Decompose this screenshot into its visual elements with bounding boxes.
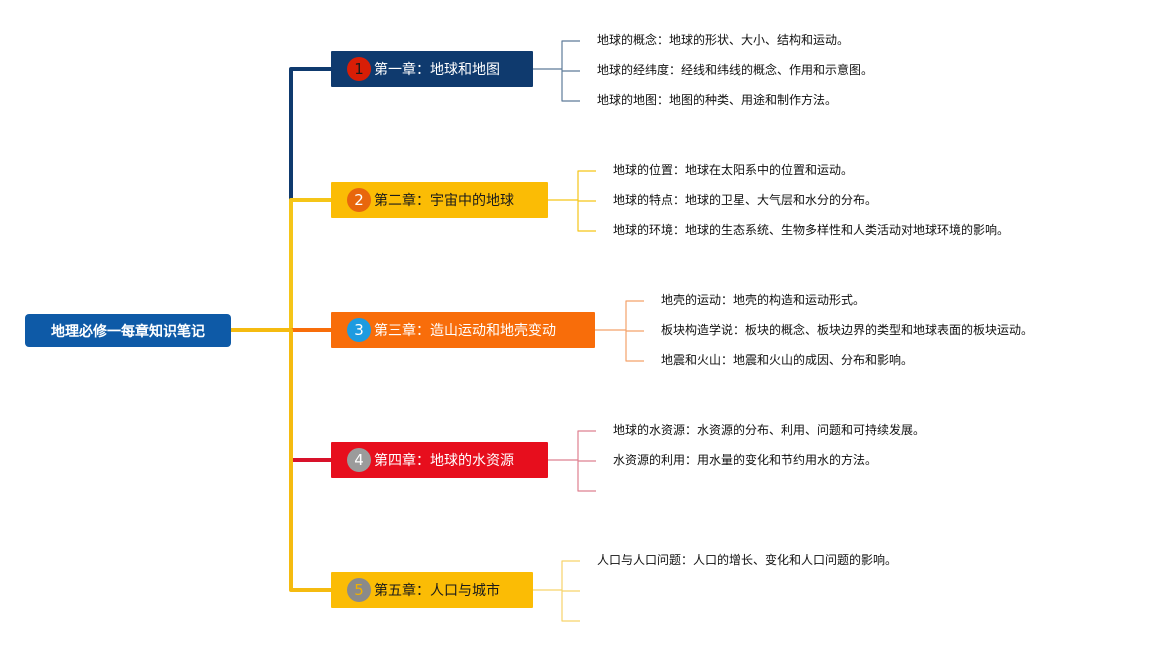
leaf-topic[interactable]: 地球的地图：地图的种类、用途和制作方法。 [597, 93, 838, 107]
chapter-number-badge: 3 [347, 318, 371, 342]
leaf-topic[interactable]: 地球的概念：地球的形状、大小、结构和运动。 [597, 33, 850, 47]
leaf-bracket-3 [625, 300, 644, 362]
chapter-label: 第四章：地球的水资源 [374, 453, 514, 469]
chapter-label: 第二章：宇宙中的地球 [374, 193, 514, 209]
branch-line-4 [231, 328, 331, 462]
leaf-bracket-2 [577, 170, 596, 232]
leaf-bracket-1 [561, 40, 580, 102]
leaf-topic[interactable]: 地球的位置：地球在太阳系中的位置和运动。 [613, 163, 854, 177]
leaf-topic[interactable]: 地震和火山：地震和火山的成因、分布和影响。 [661, 353, 914, 367]
branch-line-2 [231, 198, 331, 332]
root-topic-label: 地理必修一每章知识笔记 [51, 323, 205, 340]
leaf-topic[interactable]: 地球的环境：地球的生态系统、生物多样性和人类活动对地球环境的影响。 [613, 223, 1010, 237]
chapter-label: 第三章：造山运动和地壳变动 [374, 323, 556, 339]
branch-line-5 [231, 328, 331, 592]
chapter-number-badge: 2 [347, 188, 371, 212]
leaf-bracket-4 [577, 430, 596, 492]
leaf-bracket-5 [561, 560, 580, 622]
leaf-topic[interactable]: 地球的经纬度：经线和纬线的概念、作用和示意图。 [597, 63, 874, 77]
chapter-label: 第一章：地球和地图 [374, 62, 500, 78]
leaf-topic[interactable]: 地球的水资源：水资源的分布、利用、问题和可持续发展。 [613, 423, 926, 437]
leaf-topic[interactable]: 板块构造学说：板块的概念、板块边界的类型和地球表面的板块运动。 [661, 323, 1034, 337]
leaf-topic[interactable]: 地壳的运动：地壳的构造和运动形式。 [661, 293, 866, 307]
chapter-number-badge: 1 [347, 57, 371, 81]
leaf-topic[interactable]: 人口与人口问题：人口的增长、变化和人口问题的影响。 [597, 553, 898, 567]
leaf-topic[interactable]: 水资源的利用：用水量的变化和节约用水的方法。 [613, 453, 878, 467]
root-topic[interactable]: 地理必修一每章知识笔记 [25, 314, 231, 347]
chapter-number-badge: 4 [347, 448, 371, 472]
chapter-label: 第五章：人口与城市 [374, 583, 500, 599]
chapter-number-badge: 5 [347, 578, 371, 602]
leaf-topic[interactable]: 地球的特点：地球的卫星、大气层和水分的分布。 [613, 193, 878, 207]
